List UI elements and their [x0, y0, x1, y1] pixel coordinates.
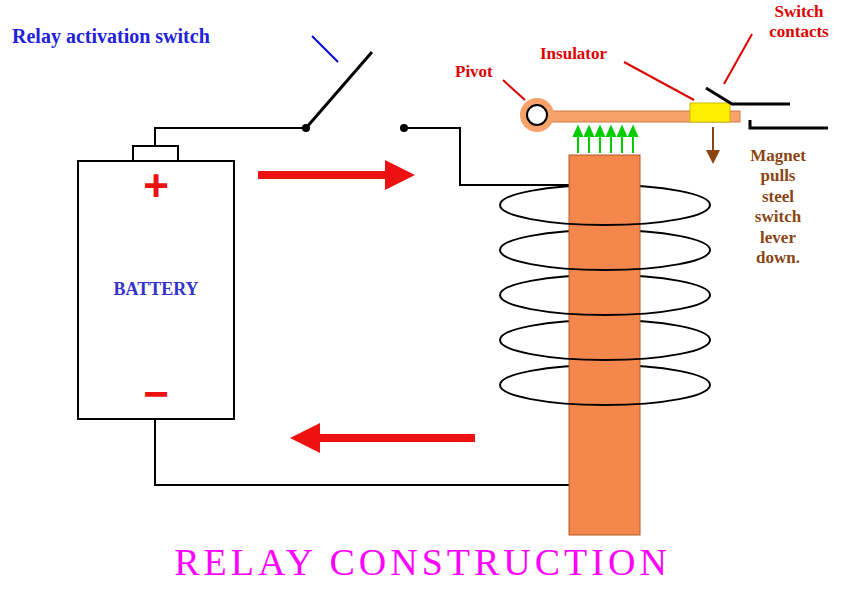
- terminal-sign: −: [143, 372, 169, 416]
- leader-line: [503, 80, 525, 100]
- wire: [155, 420, 570, 485]
- current-arrow: [290, 423, 320, 453]
- coil-front: [500, 205, 710, 405]
- pull-arrow: [706, 150, 720, 164]
- magnet-core: [569, 155, 640, 535]
- current-arrow: [385, 160, 415, 190]
- part-label: Insulator: [540, 44, 607, 64]
- pivot-pin: [527, 105, 547, 125]
- field-arrows: [574, 127, 637, 153]
- switch-label: Relay activation switch: [12, 24, 210, 48]
- leader-line: [724, 34, 752, 84]
- insulator: [690, 103, 730, 122]
- pivot: [520, 98, 554, 132]
- note-label: Magnet pulls steel switch lever down.: [745, 146, 811, 268]
- part-label: Switch contacts: [758, 2, 840, 43]
- wire: [404, 128, 570, 185]
- current-arrow: [318, 434, 475, 442]
- switch-blade: [306, 52, 372, 128]
- terminal-sign: +: [143, 164, 169, 208]
- switch-contact-dot: [400, 124, 408, 132]
- lower-contact: [750, 120, 828, 128]
- pull-arrow: [712, 127, 714, 152]
- leader-line: [312, 36, 338, 62]
- wire: [155, 128, 306, 146]
- diagram-title: RELAY CONSTRUCTION: [0, 542, 845, 584]
- leader-line: [624, 62, 694, 100]
- battery-box: + BATTERY −: [77, 160, 235, 420]
- current-arrow: [258, 171, 388, 179]
- upper-contact: [706, 88, 790, 104]
- part-label: Pivot: [455, 62, 493, 82]
- battery-label: BATTERY: [113, 279, 198, 301]
